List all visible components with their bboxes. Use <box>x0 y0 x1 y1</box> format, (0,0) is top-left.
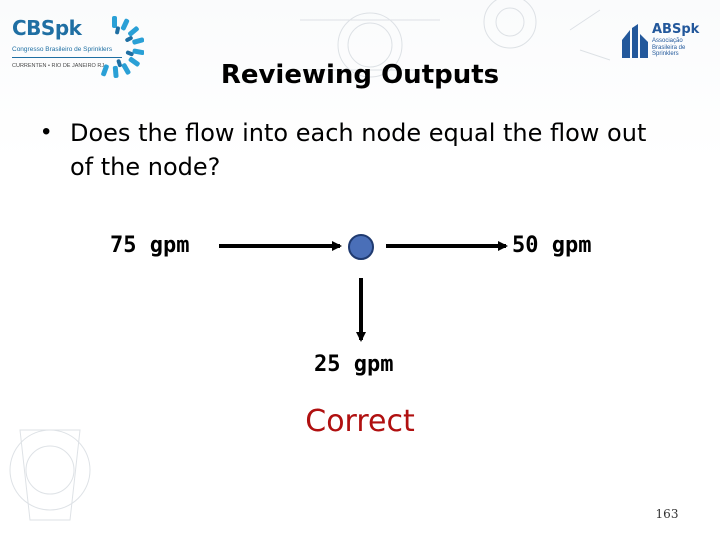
sprinkler-burst-icon <box>101 16 144 78</box>
outflow-label: 50 gpm <box>512 233 592 258</box>
inflow-label: 75 gpm <box>110 233 190 258</box>
bullet-text: Does the flow into each node equal the f… <box>70 119 647 181</box>
cbspk-logo-subtitle: Congresso Brasileiro de Sprinklers <box>12 46 113 53</box>
flow-node <box>348 234 374 260</box>
abspk-emblem-icon <box>622 24 648 58</box>
cbspk-logo: CBSpk Congresso Brasileiro de Sprinklers… <box>6 10 146 80</box>
bullet-dot-icon: • <box>42 118 51 145</box>
cbspk-logo-rule <box>12 57 122 58</box>
cbspk-logo-location: CURRENTEN • RIO DE JANEIRO RJ <box>12 63 105 69</box>
abspk-logo-tagline: Associação Brasileira de Sprinklers <box>652 38 686 57</box>
abspk-logo: ABSpk Associação Brasileira de Sprinkler… <box>620 18 716 64</box>
result-text: Correct <box>305 404 415 439</box>
abspk-logo-name: ABSpk <box>652 22 700 37</box>
slide-title: Reviewing Outputs <box>220 60 500 90</box>
downflow-label: 25 gpm <box>314 352 394 377</box>
page-number: 163 <box>655 507 679 521</box>
cbspk-logo-name: CBSpk <box>12 16 82 40</box>
